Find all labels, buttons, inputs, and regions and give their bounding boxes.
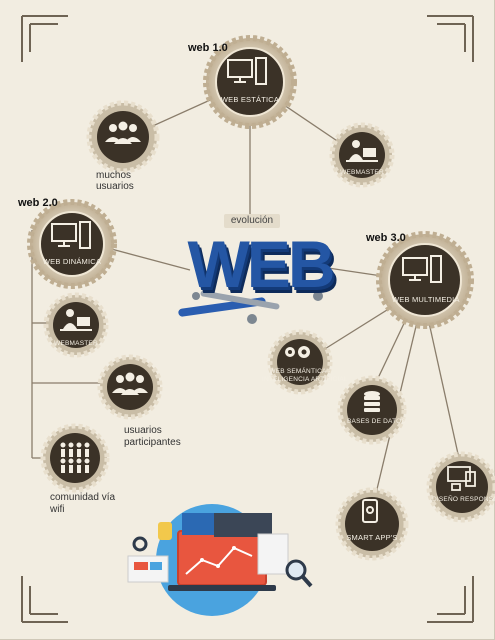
badge-bases-datos [337, 375, 407, 445]
person-laptop-icon [60, 309, 92, 331]
monitor-tower-icon [227, 57, 267, 85]
era-label-web1: web 1.0 [188, 42, 228, 54]
participantes-caption-2: participantes [124, 437, 181, 448]
era-label-web2: web 2.0 [18, 197, 58, 209]
muchos-caption-2: usuarios [96, 181, 134, 192]
people-group-icon [105, 121, 141, 144]
badge-comunidad-wifi [40, 423, 110, 493]
webmaster-1-label: WEBMASTER [340, 169, 384, 176]
era-label-web3: web 3.0 [366, 232, 406, 244]
web-multimedia-label: WEB MULTIMEDIA [392, 295, 460, 304]
smart-apps-label: SMART APP'S [346, 533, 398, 542]
responsive-label: DISEÑO RESPONSIVE [432, 496, 495, 503]
badge-webmaster-2 [43, 292, 109, 358]
comunidad-caption-2: wifi [50, 504, 65, 515]
semantica-label-2: INTELIGENCIA ARTIFICIAL [262, 376, 348, 383]
evolution-tag: evolución [224, 214, 280, 228]
analytics-laptop-icon [127, 504, 313, 616]
monitor-tower-icon [51, 221, 91, 249]
bases-datos-label: BASES DE DATOS [347, 418, 406, 425]
badge-web-semantica [267, 329, 333, 395]
badge-webmaster-1 [329, 122, 395, 188]
badge-usuarios-participantes [97, 354, 163, 420]
web-title: WEB [187, 227, 336, 301]
web-estatica-label: WEB ESTÁTICA [220, 95, 280, 104]
participantes-caption-1: usuarios [124, 425, 162, 436]
people-grid-icon [60, 442, 90, 473]
web-dinamica-label: WEB DINÁMICA [42, 257, 102, 266]
badge-web-dinamica [27, 199, 117, 289]
badge-diseno-responsive [426, 451, 495, 523]
badge-web-multimedia [376, 231, 474, 329]
database-icon [364, 391, 380, 412]
badge-muchos-usuarios [86, 100, 160, 174]
muchos-caption-1: muchos [96, 170, 132, 181]
comunidad-caption-1: comunidad vía [50, 492, 116, 503]
monitor-tower-icon [402, 255, 442, 283]
badge-smart-apps [335, 487, 409, 561]
responsive-devices-icon [447, 466, 476, 491]
webmaster-2-label: WEBMASTER [54, 340, 98, 347]
badge-web-estatica [203, 35, 297, 129]
smartphone-gear-icon [362, 499, 378, 523]
semantica-label-1: WEB SEMÁNTICA - [269, 368, 331, 375]
person-laptop-icon [346, 140, 378, 162]
wrench-icon [178, 290, 323, 324]
frame-corners [21, 15, 474, 623]
people-group-icon [112, 372, 148, 395]
brain-gears-icon [285, 346, 310, 358]
